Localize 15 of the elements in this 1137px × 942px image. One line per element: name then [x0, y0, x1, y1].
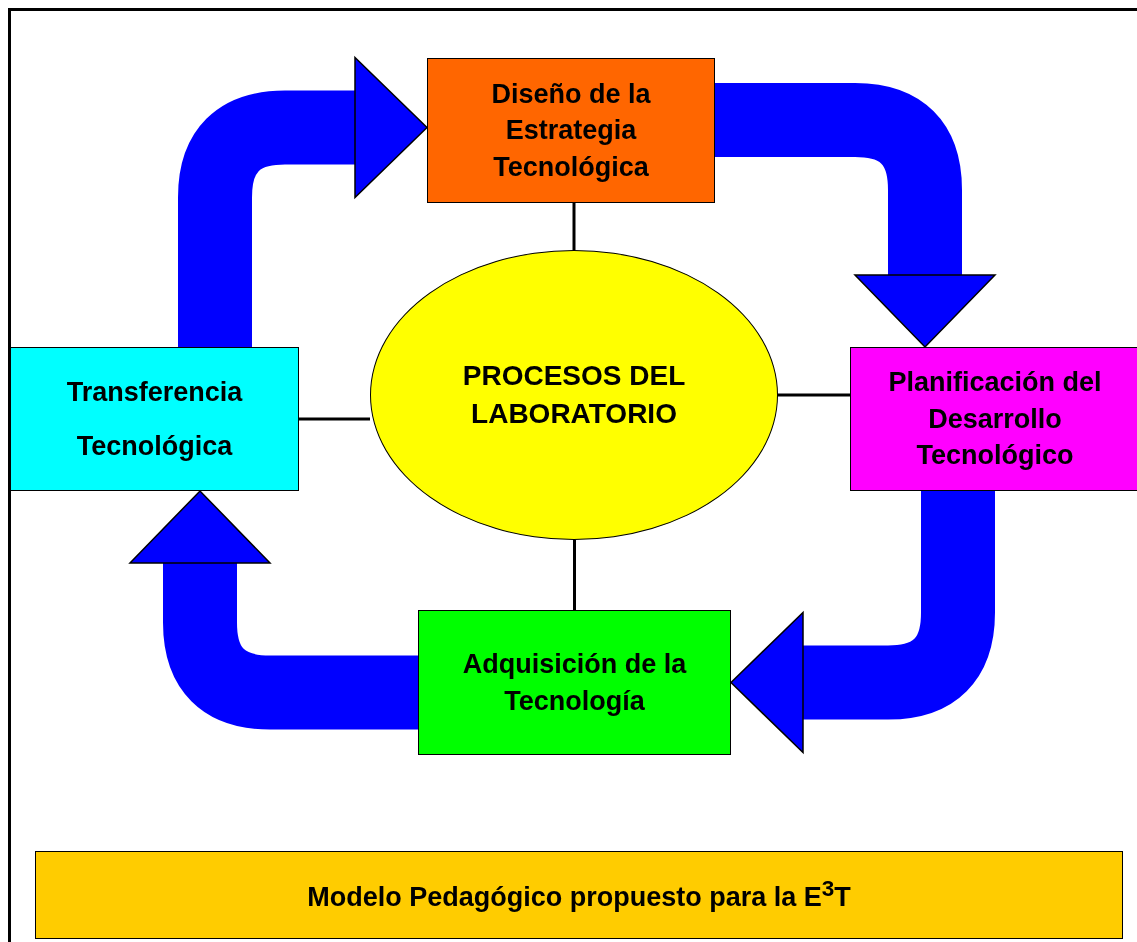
process-box: [850, 347, 1137, 491]
node-label: PROCESOS DEL LABORATORIO: [461, 359, 687, 431]
process-box: [10, 347, 299, 491]
node-label: Diseño de la Estrategia Tecnológica: [490, 77, 652, 184]
connector-line: [299, 417, 370, 421]
node-label: Adquisición de la Tecnología: [461, 648, 688, 718]
connector-line: [573, 540, 576, 610]
process-box: [427, 58, 715, 203]
connector-line: [572, 203, 576, 250]
title-banner: [35, 851, 1123, 939]
node-label: Planificación del Desarrollo Tecnológico: [887, 366, 1103, 473]
node-label: Modelo Pedagógico propuesto para la E$^{3}$T: [307, 875, 851, 915]
node-label: Transferencia Tecnológica: [65, 376, 244, 463]
process-box: [418, 610, 731, 755]
connector-line: [778, 393, 850, 397]
